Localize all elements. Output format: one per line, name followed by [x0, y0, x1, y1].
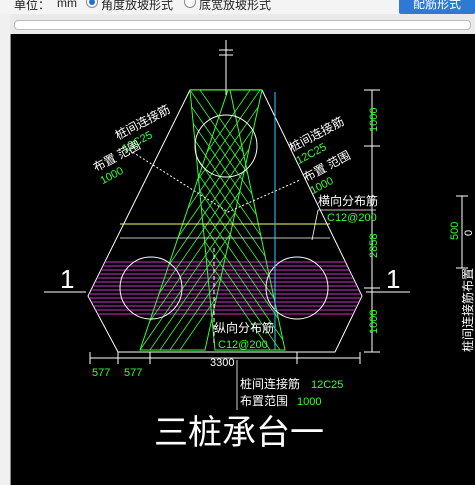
vertical-dist-spec: C12@200 [218, 339, 268, 351]
dim-right-1: 1000 [368, 108, 380, 132]
horizontal-dist-spec: C12@200 [327, 212, 377, 224]
section-mark-left: 1 [60, 264, 74, 294]
angle-slope-label[interactable]: 角度放坡形式 [101, 0, 174, 12]
bottom-range-label: 布置范围 [240, 394, 288, 408]
scrollbar-thumb[interactable] [14, 20, 471, 30]
canvas-frame [10, 34, 475, 485]
section-mark-right: 1 [386, 264, 400, 294]
bottom-range-value: 1000 [297, 396, 321, 408]
drawing-title: 三桩承台一 [154, 414, 324, 452]
dim-side-2: 0 [463, 230, 475, 236]
dim-bottom-1: 577 [92, 367, 110, 379]
dim-right-2: 2858 [368, 234, 380, 258]
horizontal-dist-bars [88, 261, 362, 315]
unit-value: mm [57, 0, 77, 10]
pile-top [194, 114, 258, 178]
pile-right [265, 256, 329, 320]
rebar-form-button[interactable]: 配筋形式 [399, 0, 475, 14]
pile-left [119, 256, 183, 320]
width-slope-radio[interactable] [184, 0, 196, 8]
unit-label: 单位： [14, 0, 51, 12]
vertical-dist-name: 纵向分布筋 [214, 320, 274, 335]
width-slope-label[interactable]: 底宽放坡形式 [199, 0, 272, 12]
angle-slope-radio[interactable] [86, 0, 98, 8]
bottom-rebar-name: 桩间连接筋 [240, 376, 300, 391]
horizontal-dist-name: 横向分布筋 [318, 193, 378, 208]
horizontal-scrollbar[interactable] [10, 14, 475, 34]
dim-bottom-2: 577 [124, 367, 142, 379]
side-rebar-text: 桩间连接筋布置 [460, 268, 475, 352]
dim-bottom-3: 3300 [210, 357, 234, 369]
left-strip [0, 14, 10, 485]
drawing-canvas[interactable] [10, 34, 475, 485]
options-bar: 单位： mm 角度放坡形式 底宽放坡形式 配筋形式 [0, 0, 475, 14]
dim-right-3: 1000 [368, 310, 380, 334]
bottom-rebar-spec: 12C25 [311, 379, 343, 391]
dim-side: 500 [449, 222, 461, 240]
